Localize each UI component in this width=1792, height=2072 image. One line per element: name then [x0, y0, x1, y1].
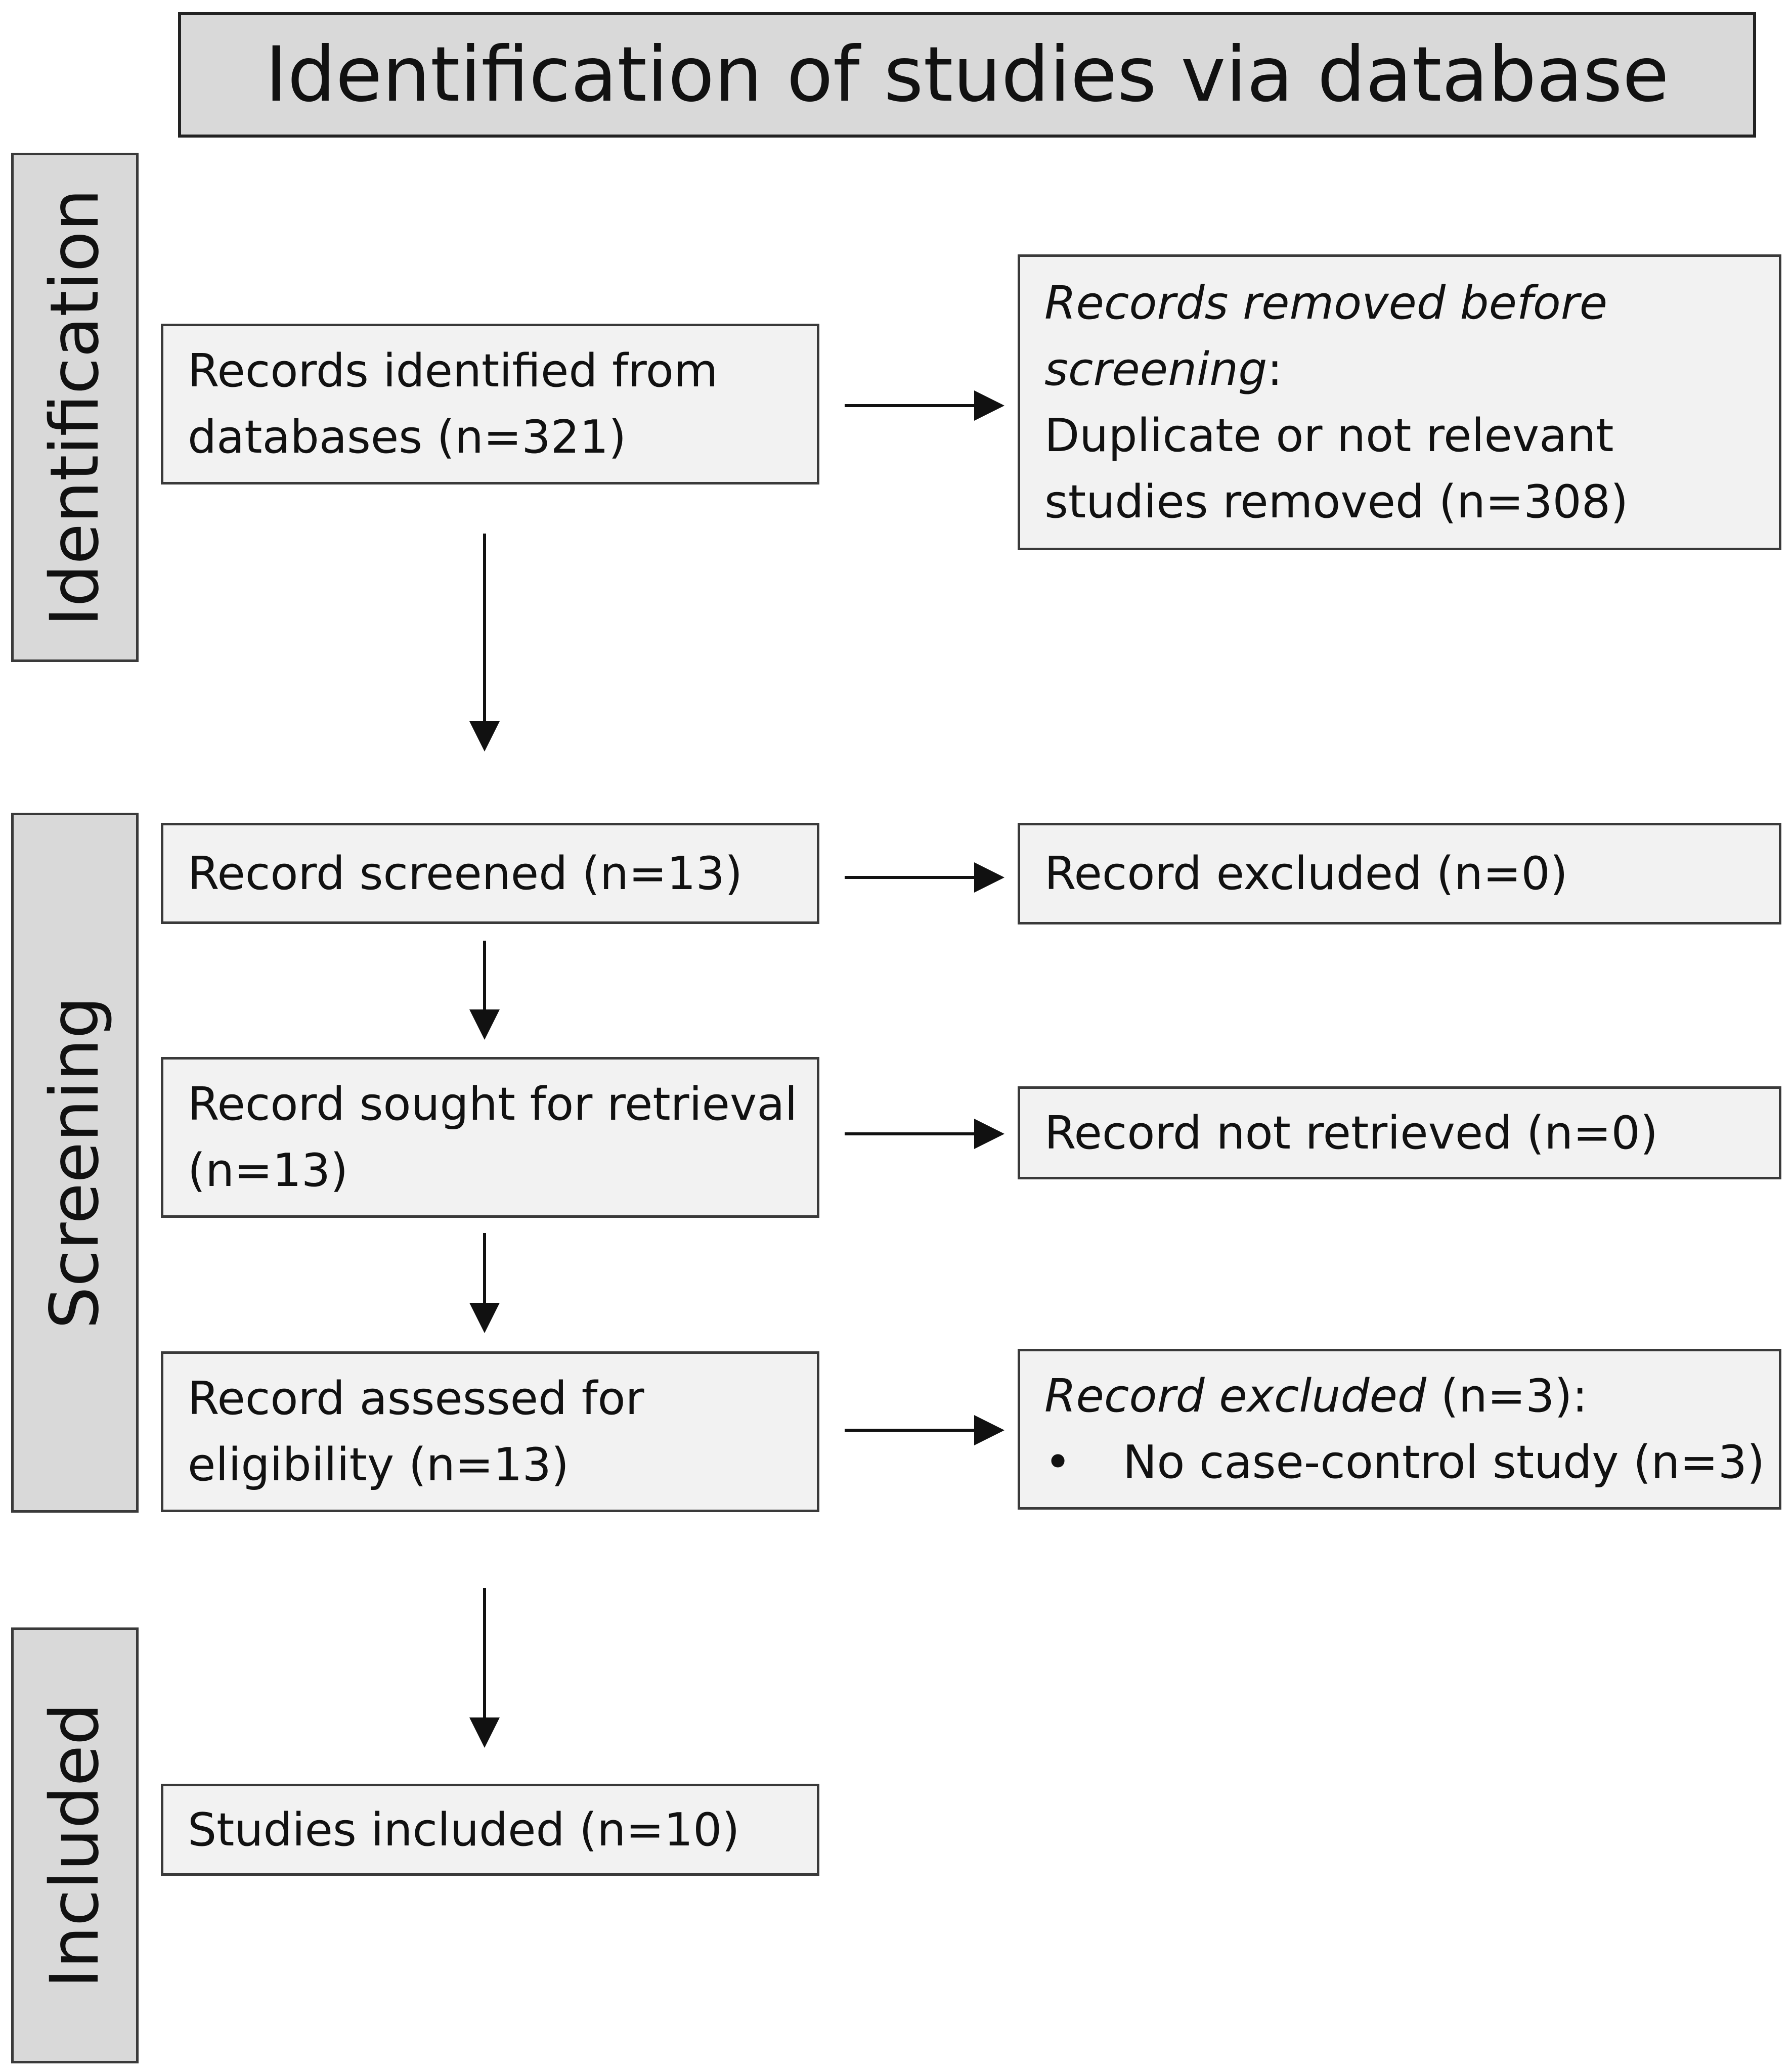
record-excluded-eligibility-heading-rest: (n=3):	[1426, 1370, 1588, 1423]
record-assessed-box: Record assessed for eligibility (n=13)	[161, 1351, 819, 1512]
record-assessed-line1: Record assessed for	[188, 1372, 644, 1425]
phase-included: Included	[11, 1627, 139, 2063]
record-screened-box: Record screened (n=13)	[161, 823, 819, 924]
record-sought-line1: Record sought for retrieval	[188, 1078, 798, 1131]
record-excluded-eligibility-heading-italic: Record excluded	[1044, 1370, 1426, 1423]
records-identified-line2: databases (n=321)	[188, 411, 627, 464]
records-removed-line3: Duplicate or not relevant	[1044, 409, 1614, 462]
studies-included-line1: Studies included (n=10)	[188, 1803, 740, 1857]
records-removed-heading2-italic: screening	[1044, 342, 1267, 396]
diagram-title: Identification of studies via database	[265, 31, 1669, 119]
record-excluded-eligibility-bullet-row: • No case-control study (n=3)	[1044, 1429, 1765, 1495]
bullet-icon: •	[1044, 1436, 1072, 1489]
records-identified-box: Records identified from databases (n=321…	[161, 324, 819, 484]
records-removed-heading2: screening:	[1044, 336, 1755, 403]
record-excluded-eligibility-box: Record excluded (n=3): • No case-control …	[1018, 1349, 1781, 1510]
records-removed-box: Records removed before screening: Duplic…	[1018, 254, 1781, 550]
record-excluded-eligibility-heading: Record excluded (n=3):	[1044, 1363, 1755, 1429]
records-identified-line1: Records identified from	[188, 344, 718, 398]
record-not-retrieved-line1: Record not retrieved (n=0)	[1044, 1106, 1658, 1160]
record-sought-box: Record sought for retrieval (n=13)	[161, 1057, 819, 1218]
record-excluded-box: Record excluded (n=0)	[1018, 823, 1781, 924]
record-excluded-line1: Record excluded (n=0)	[1044, 847, 1568, 900]
record-assessed-line2: eligibility (n=13)	[188, 1438, 570, 1491]
records-removed-line4: studies removed (n=308)	[1044, 475, 1629, 528]
record-not-retrieved-box: Record not retrieved (n=0)	[1018, 1086, 1781, 1179]
records-removed-heading2-colon: :	[1267, 342, 1283, 396]
diagram-title-box: Identification of studies via database	[178, 12, 1756, 138]
phase-screening: Screening	[11, 813, 139, 1513]
records-removed-heading1: Records removed before	[1044, 276, 1608, 330]
record-excluded-eligibility-bullet-text: No case-control study (n=3)	[1123, 1436, 1765, 1489]
record-screened-line1: Record screened (n=13)	[188, 847, 743, 900]
record-sought-line2: (n=13)	[188, 1144, 348, 1197]
phase-identification: Identification	[11, 153, 139, 662]
studies-included-box: Studies included (n=10)	[161, 1784, 819, 1876]
